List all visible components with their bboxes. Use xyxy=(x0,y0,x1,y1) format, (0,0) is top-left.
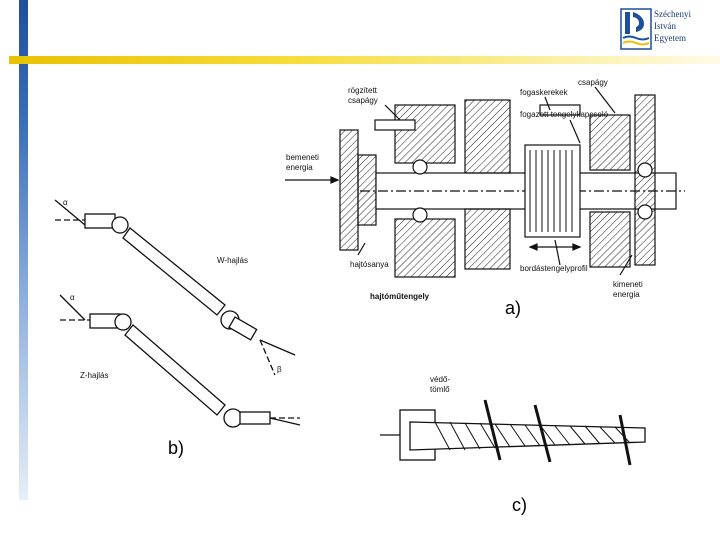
university-name: Széchenyi István Egyetem xyxy=(654,8,718,44)
university-logo-icon xyxy=(620,8,652,50)
label-rogzitett-2: csapágy xyxy=(348,96,378,105)
label-vedo-1: védő- xyxy=(430,375,450,384)
label-bemeneti-1: bemeneti xyxy=(286,153,319,162)
label-csapagy: csapágy xyxy=(578,78,608,87)
figure-a-label: a) xyxy=(505,298,522,318)
cardan-shaft-figure: α α β W-hajlás Z-hajlás xyxy=(54,198,301,428)
figure-b-label: b) xyxy=(168,438,185,458)
top-accent-bar xyxy=(9,56,720,64)
angle-beta: β xyxy=(277,365,282,374)
university-name-line-2: István xyxy=(654,21,676,31)
label-kapcsolo: fogazott tengelykapcsoló xyxy=(520,110,609,119)
gearbox-cross-section-figure: rögzített csapágy fogaskerekek csapágy f… xyxy=(285,78,685,301)
university-name-line-3: Egyetem xyxy=(654,33,686,43)
label-kimeneti-1: kimeneti xyxy=(613,280,643,289)
label-kimeneti-2: energia xyxy=(613,290,640,299)
university-name-line-1: Széchenyi xyxy=(654,9,691,19)
label-z-hajlas: Z-hajlás xyxy=(80,371,108,380)
figure-c-label: c) xyxy=(512,495,527,515)
label-hajtomutengely: hajtóműtengely xyxy=(370,292,430,301)
angle-alpha-2: α xyxy=(70,293,75,302)
flexible-shaft-figure: védő- tömlő xyxy=(380,375,646,466)
label-rogzitett-1: rögzített xyxy=(348,86,378,95)
label-vedo-2: tömlő xyxy=(430,385,450,394)
label-bordas: bordástengelyprofil xyxy=(520,264,588,273)
label-w-hajlas: W-hajlás xyxy=(217,256,248,265)
label-fogaskerekek: fogaskerekek xyxy=(520,88,569,97)
left-accent-bar xyxy=(19,0,28,500)
angle-alpha-1: α xyxy=(63,198,68,207)
label-bemeneti-2: energia xyxy=(286,163,313,172)
label-hajtoanya: hajtósanya xyxy=(350,260,389,269)
